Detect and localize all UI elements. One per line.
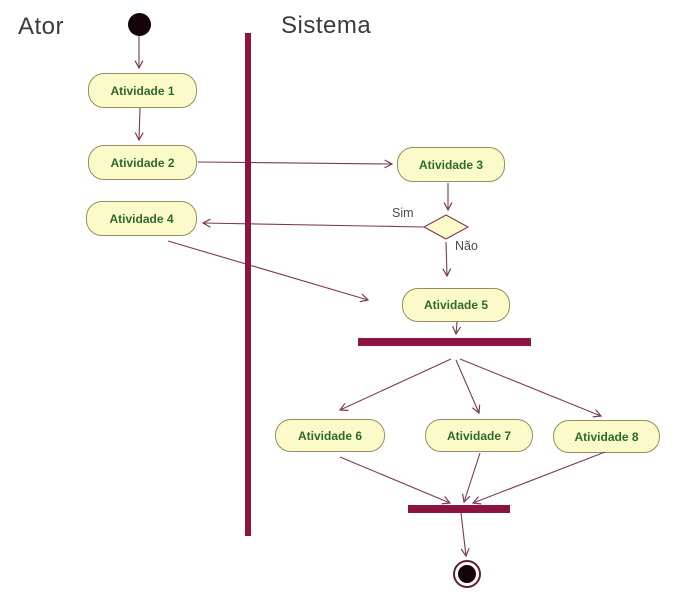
lane-label-sistema: Sistema (281, 12, 372, 39)
edge-activity7-to-join (461, 452, 481, 504)
lane-label-ator: Ator (18, 13, 65, 40)
edge-activity8-to-join (471, 451, 606, 505)
edge-activity4-to-activity5 (167, 240, 370, 303)
edge-join-to-end (460, 512, 470, 558)
edge-activity1-to-activity2 (134, 107, 144, 142)
join-bar (408, 505, 510, 513)
activity-5: Atividade 5 (402, 288, 510, 322)
swimlane-divider (245, 33, 251, 536)
edge-activity5-to-fork (452, 321, 462, 336)
edge-fork-to-activity8 (459, 358, 603, 418)
activity-8: Atividade 8 (553, 420, 660, 453)
activity-7: Atividade 7 (425, 419, 533, 452)
guard-label-nao: Não (455, 239, 478, 253)
decision-diamond (422, 214, 470, 240)
edge-fork-to-activity6 (338, 358, 452, 412)
edge-fork-to-activity7 (455, 359, 481, 415)
guard-label-sim: Sim (392, 206, 414, 220)
activity-1: Atividade 1 (88, 73, 197, 108)
activity-3: Atividade 3 (397, 147, 505, 182)
edge-activity6-to-join (339, 456, 452, 505)
activity-2: Atividade 2 (88, 145, 197, 180)
edge-decision-sim-to-activity4 (201, 218, 425, 228)
edge-decision-nao-to-activity5 (442, 241, 452, 278)
edge-activity2-to-activity3 (197, 159, 394, 169)
activity-4: Atividade 4 (86, 201, 197, 236)
fork-bar (358, 338, 531, 346)
final-node-inner-dot (458, 565, 476, 583)
start-node-icon (128, 13, 151, 36)
activity-6: Atividade 6 (275, 419, 385, 452)
final-node-icon (453, 560, 481, 588)
